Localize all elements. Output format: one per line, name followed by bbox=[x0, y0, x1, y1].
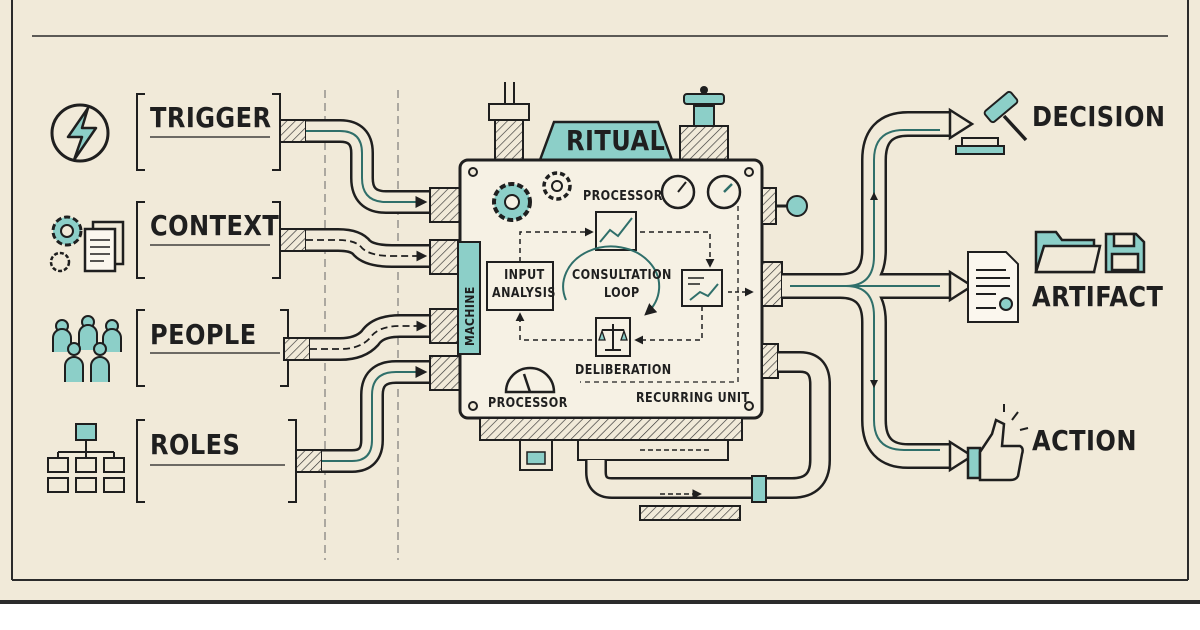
people-group-icon bbox=[52, 315, 122, 382]
output-label-decision: DECISION bbox=[1032, 100, 1166, 133]
thumbs-up-icon bbox=[966, 404, 1029, 482]
folder-icon bbox=[1034, 230, 1102, 274]
output-pipes bbox=[782, 107, 975, 473]
processor-bottom-label: PROCESSOR bbox=[488, 396, 568, 411]
ritual-machine-diagram: TRIGGER CONTEXT PEOPLE ROLES RITUAL MACH… bbox=[0, 0, 1200, 604]
machine-side-label: MACHINE bbox=[463, 286, 477, 346]
gears-document-icon bbox=[49, 215, 125, 273]
input-analysis-line2: ANALYSIS bbox=[492, 286, 556, 301]
input-label-trigger: TRIGGER bbox=[150, 101, 272, 134]
chart-icon bbox=[595, 211, 723, 307]
org-chart-icon bbox=[47, 423, 125, 493]
deliberation-label: DELIBERATION bbox=[575, 363, 672, 378]
machine-banner-label: RITUAL bbox=[566, 124, 666, 157]
consultation-loop bbox=[486, 206, 754, 383]
output-label-artifact: ARTIFACT bbox=[1032, 280, 1164, 313]
input-analysis-line1: INPUT bbox=[504, 268, 545, 283]
output-label-action: ACTION bbox=[1032, 424, 1137, 457]
diagram-canvas bbox=[11, 0, 1189, 581]
consultation-loop-line2: LOOP bbox=[604, 286, 640, 301]
gauge-icon bbox=[504, 174, 742, 394]
floppy-disk-icon bbox=[1104, 232, 1146, 274]
gavel-icon bbox=[955, 90, 1028, 155]
input-label-people: PEOPLE bbox=[150, 318, 257, 351]
lightning-icon bbox=[50, 103, 110, 163]
input-label-roles: ROLES bbox=[150, 428, 241, 461]
input-label-context: CONTEXT bbox=[150, 209, 280, 242]
recurring-unit-label: RECURRING UNIT bbox=[636, 391, 750, 406]
scales-icon bbox=[595, 317, 631, 357]
processor-top-label: PROCESSOR bbox=[583, 189, 663, 204]
input-pipes bbox=[279, 119, 461, 473]
gear-icon bbox=[492, 171, 572, 222]
valve-icon bbox=[679, 86, 729, 163]
machine-body bbox=[457, 82, 831, 521]
document-icon bbox=[967, 251, 1019, 323]
consultation-loop-line1: CONSULTATION bbox=[572, 268, 672, 283]
